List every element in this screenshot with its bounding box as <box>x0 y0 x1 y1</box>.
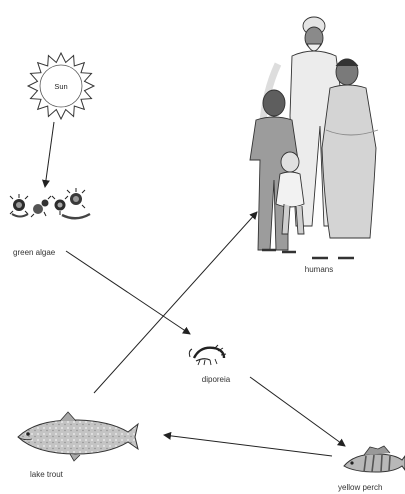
yellow-perch-icon <box>343 445 405 473</box>
yellow-perch-label: yellow perch <box>338 483 382 492</box>
humans-label: humans <box>305 265 333 274</box>
family-illustration <box>249 16 379 260</box>
arrow-lake-trout-to-humans <box>93 211 258 394</box>
lake-trout: lake trout <box>17 411 139 479</box>
yellow-perch: yellow perch <box>338 445 405 492</box>
arrow-algae-to-diporeia <box>65 250 191 335</box>
sun-label: Sun <box>54 82 67 91</box>
arrow-diporeia-to-yellow-perch <box>249 376 346 447</box>
diporeia-icon <box>188 344 227 366</box>
lake-trout-icon <box>17 411 139 462</box>
humans: humans <box>249 16 379 274</box>
lake-trout-label: lake trout <box>30 470 64 479</box>
diporeia-label: diporeia <box>202 375 231 384</box>
arrow-yellow-perch-to-lake-trout <box>163 431 333 457</box>
diporeia: diporeia <box>188 344 231 384</box>
green-algae: green algae <box>9 188 91 257</box>
algae-icon <box>9 188 91 220</box>
green-algae-label: green algae <box>13 248 56 257</box>
sun: Sun <box>26 51 96 121</box>
arrows <box>41 121 346 457</box>
arrow-sun-to-algae <box>41 121 55 188</box>
